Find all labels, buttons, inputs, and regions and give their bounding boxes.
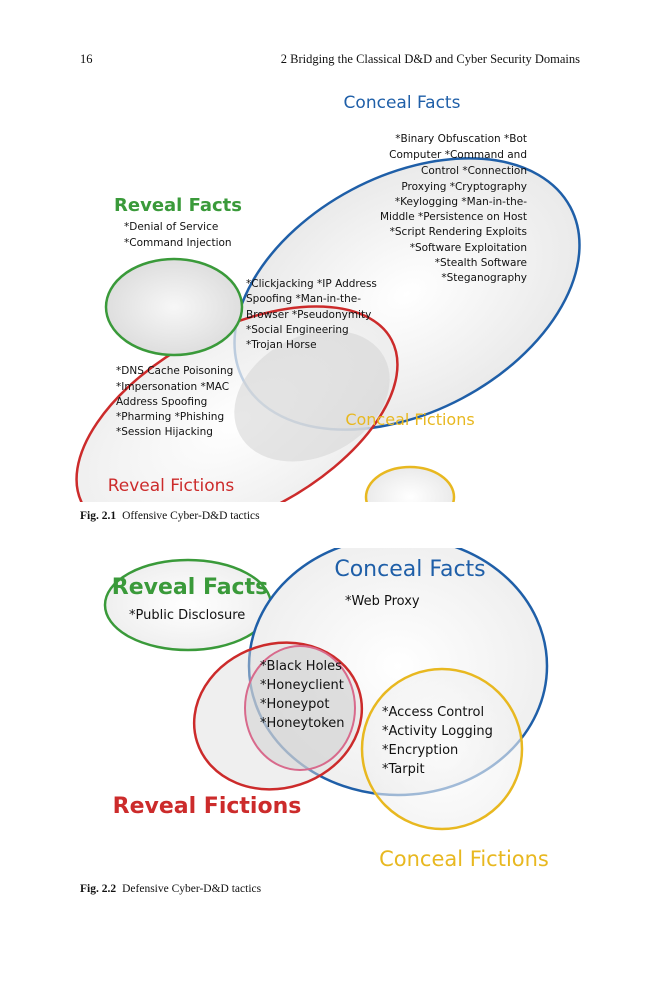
conceal-fictions-item: *Activity Logging: [382, 724, 493, 739]
conceal-facts-title: Conceal Facts: [334, 557, 485, 582]
reveal-facts-item: *Denial of Service: [124, 221, 218, 233]
reveal-facts-item: *Public Disclosure: [129, 608, 245, 623]
page-header: 16 2 Bridging the Classical D&D and Cybe…: [80, 52, 580, 68]
overlap-item: *Trojan Horse: [246, 339, 317, 351]
figure-offensive-tactics: Conceal Facts Reveal Facts Reveal Fictio…: [0, 84, 659, 502]
conceal-fictions-item: *Tarpit: [382, 762, 425, 777]
reveal-facts-title: Reveal Facts: [112, 575, 268, 600]
overlap-item: *Clickjacking *IP Address: [246, 278, 377, 290]
reveal-fictions-item: Address Spoofing: [116, 396, 207, 408]
overlap-item: *Honeytoken: [260, 716, 345, 731]
reveal-fictions-title: Reveal Fictions: [108, 476, 235, 496]
figure-defensive-tactics: Reveal Facts Conceal Facts Reveal Fictio…: [0, 548, 659, 883]
conceal-facts-item: *Binary Obfuscation *Bot: [395, 133, 527, 145]
page-number: 16: [80, 52, 93, 66]
figure-label: Fig. 2.2: [80, 883, 117, 895]
overlap-item: *Honeypot: [260, 697, 329, 712]
overlap-item: *Black Holes: [260, 659, 342, 674]
conceal-facts-item: Control *Connection: [421, 165, 527, 177]
conceal-facts-item: Middle *Persistence on Host: [380, 211, 527, 223]
reveal-facts-title: Reveal Facts: [114, 195, 242, 216]
conceal-facts-item: *Software Exploitation: [410, 242, 527, 254]
figure-caption: Fig. 2.2 Defensive Cyber-D&D tactics: [80, 883, 261, 895]
conceal-facts-item: *Web Proxy: [345, 594, 420, 609]
reveal-facts-ellipse: [104, 257, 244, 357]
conceal-fictions-title: Conceal Fictions: [379, 847, 549, 871]
conceal-facts-title: Conceal Facts: [344, 93, 461, 113]
figure-caption: Fig. 2.1 Offensive Cyber-D&D tactics: [80, 510, 260, 522]
conceal-facts-item: Proxying *Cryptography: [401, 181, 527, 193]
conceal-fictions-title: Conceal Fictions: [345, 410, 474, 429]
conceal-fictions-item: *Access Control: [382, 705, 484, 720]
reveal-fictions-item: *Impersonation *MAC: [116, 381, 229, 393]
overlap-item: *Social Engineering: [246, 324, 349, 336]
overlap-item: Spoofing *Man-in-the-: [246, 293, 361, 305]
conceal-facts-item: Computer *Command and: [389, 149, 527, 161]
reveal-fictions-item: *DNS Cache Poisoning: [116, 365, 233, 377]
reveal-fictions-title: Reveal Fictions: [113, 794, 302, 819]
running-title: 2 Bridging the Classical D&D and Cyber S…: [280, 52, 580, 66]
reveal-facts-item: *Command Injection: [124, 237, 232, 249]
conceal-facts-item: *Steganography: [441, 272, 527, 284]
conceal-fictions-ellipse: [364, 465, 456, 502]
figure-caption-text: Defensive Cyber-D&D tactics: [122, 883, 262, 895]
conceal-fictions-ellipse: [360, 667, 524, 831]
reveal-facts-ellipse: [103, 558, 273, 652]
conceal-fictions-item: *Encryption: [382, 743, 458, 758]
overlap-region: [234, 330, 390, 462]
figure-caption-text: Offensive Cyber-D&D tactics: [122, 510, 260, 522]
conceal-facts-item: *Stealth Software: [435, 257, 527, 269]
reveal-fictions-item: *Pharming *Phishing: [116, 411, 224, 423]
overlap-item: Browser *Pseudonymity: [246, 309, 371, 321]
overlap-region: [244, 645, 356, 771]
conceal-facts-item: *Script Rendering Exploits: [390, 226, 527, 238]
conceal-facts-item: *Keylogging *Man-in-the-: [395, 196, 527, 208]
reveal-fictions-item: *Session Hijacking: [116, 426, 213, 438]
figure-label: Fig. 2.1: [80, 510, 117, 522]
overlap-item: *Honeyclient: [260, 678, 344, 693]
